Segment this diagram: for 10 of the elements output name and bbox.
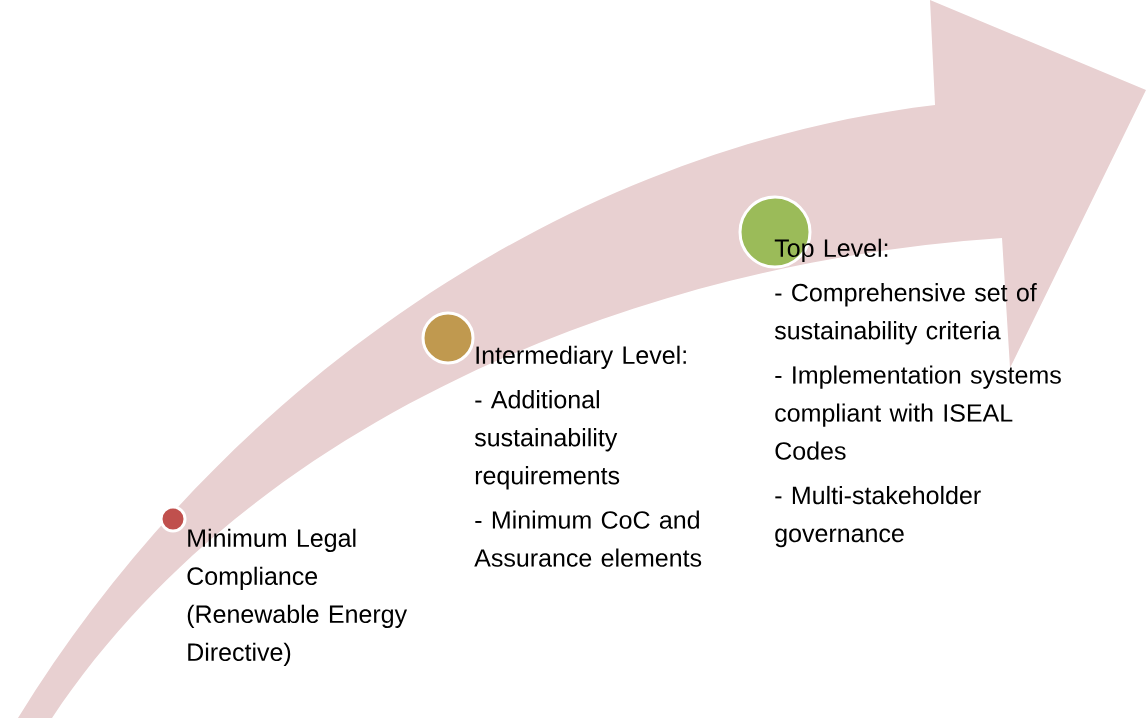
description-text: - Implementation systems compliant with ISEAL Codes bbox=[775, 365, 1061, 460]
description-text: - Comprehensive set of sustainability criteria bbox=[774, 283, 1037, 345]
circle-marker bbox=[738, 195, 812, 269]
description-text: Minimum Legal Compliance (Renewable Energy Directive) bbox=[187, 528, 408, 666]
level-heading: Intermediary Level: bbox=[476, 345, 686, 369]
description-text: - Additional sustainability requirements bbox=[474, 390, 620, 490]
description-text: - Multi-stakeholder governance bbox=[775, 485, 981, 548]
description-text: - Minimum CoC and Assurance elements bbox=[474, 510, 702, 567]
circle-marker bbox=[421, 311, 475, 365]
circle-marker bbox=[159, 505, 187, 533]
